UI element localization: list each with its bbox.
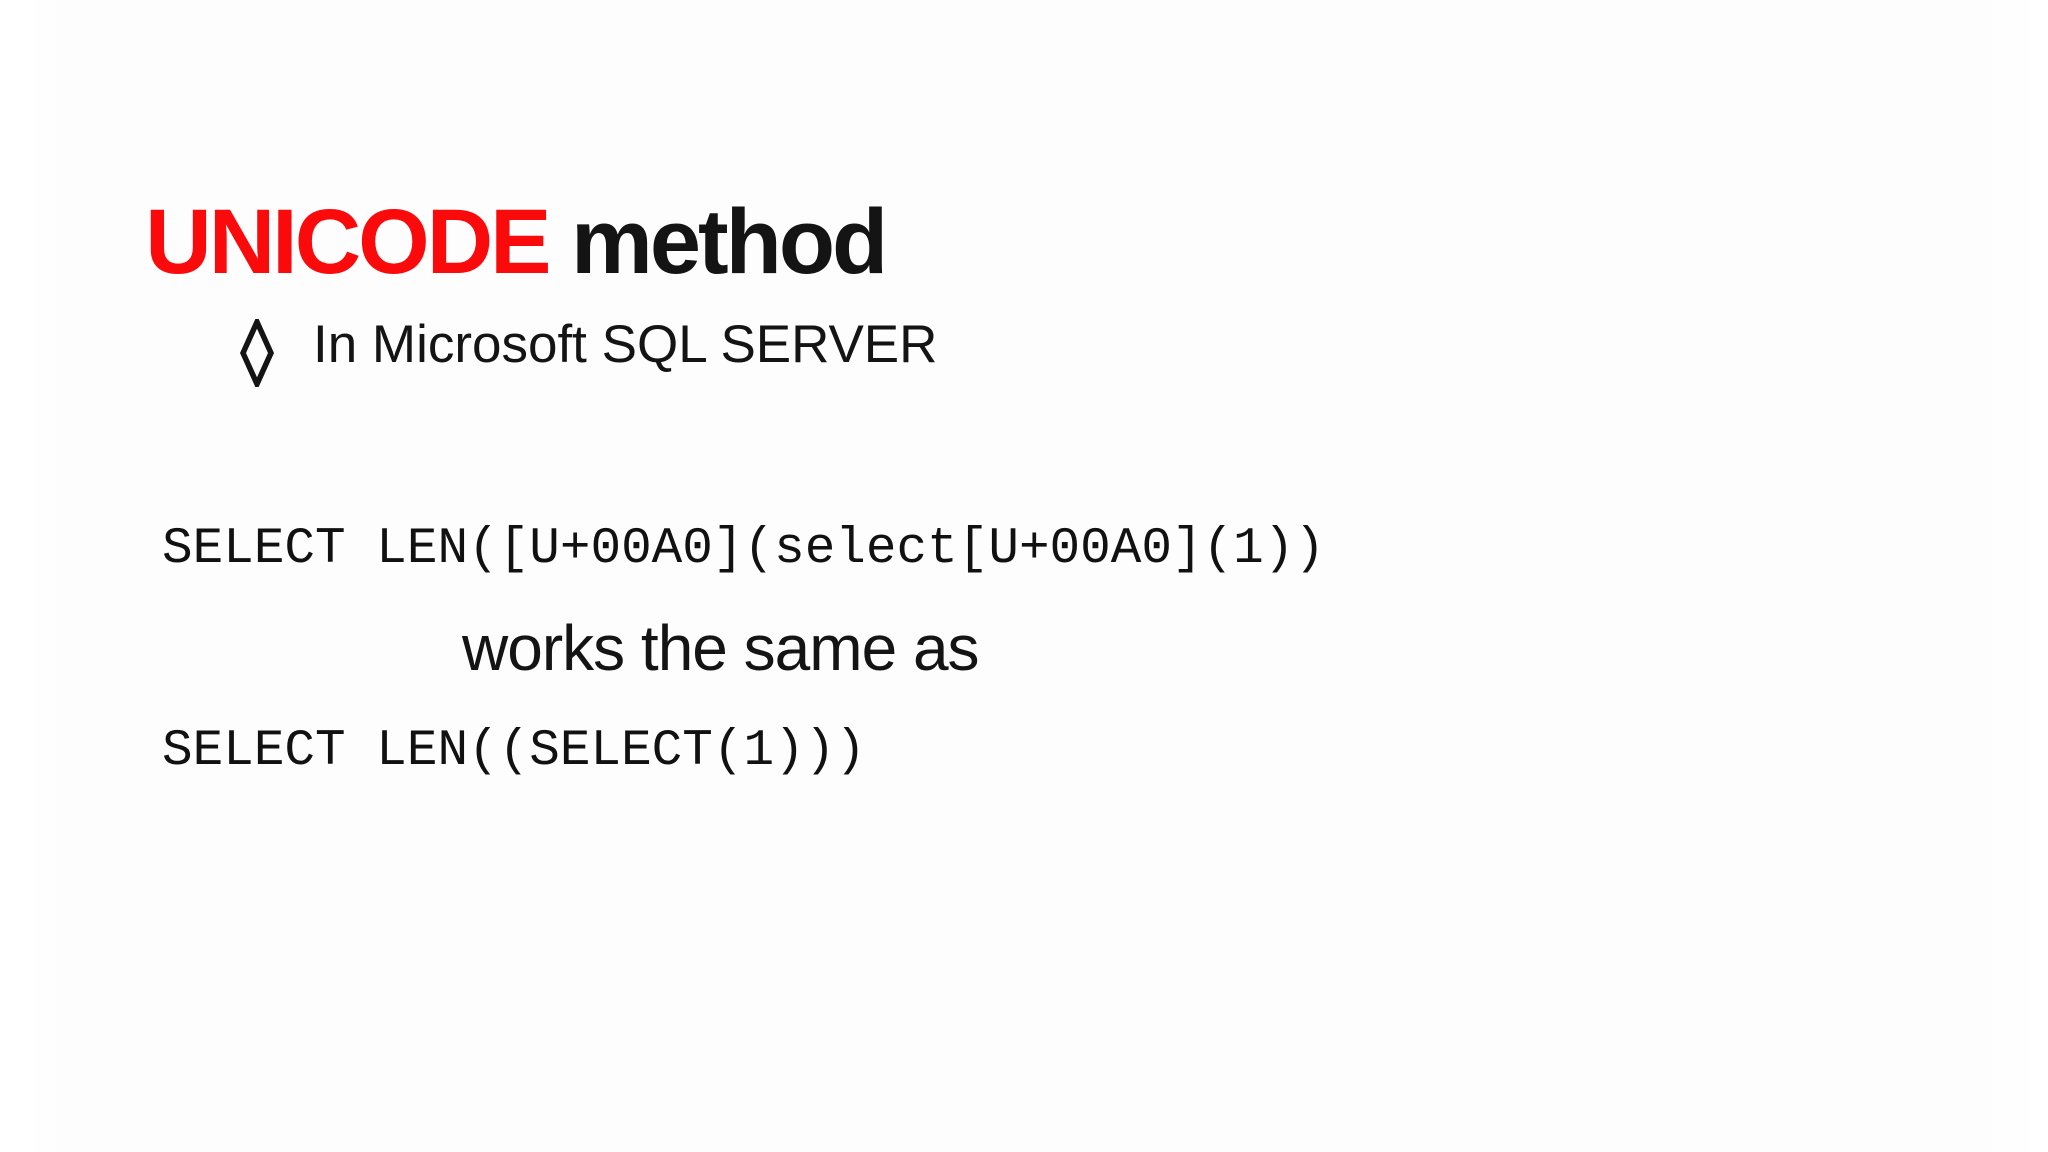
bullet-text: In Microsoft SQL SERVER [313,315,938,374]
diamond-bullet-icon [240,319,274,387]
title-highlight-word: UNICODE [145,191,551,293]
title-rest-word: method [548,191,888,293]
bullet-item: In Microsoft SQL SERVER [240,318,937,387]
sql-code-line-2: SELECT LEN((SELECT(1))) [162,723,866,780]
equivalence-note: works the same as [462,612,980,684]
slide-title: UNICODE method [55,104,888,380]
sql-code-line-1: SELECT LEN([U+00A0](select[U+00A0](1)) [162,521,1325,578]
